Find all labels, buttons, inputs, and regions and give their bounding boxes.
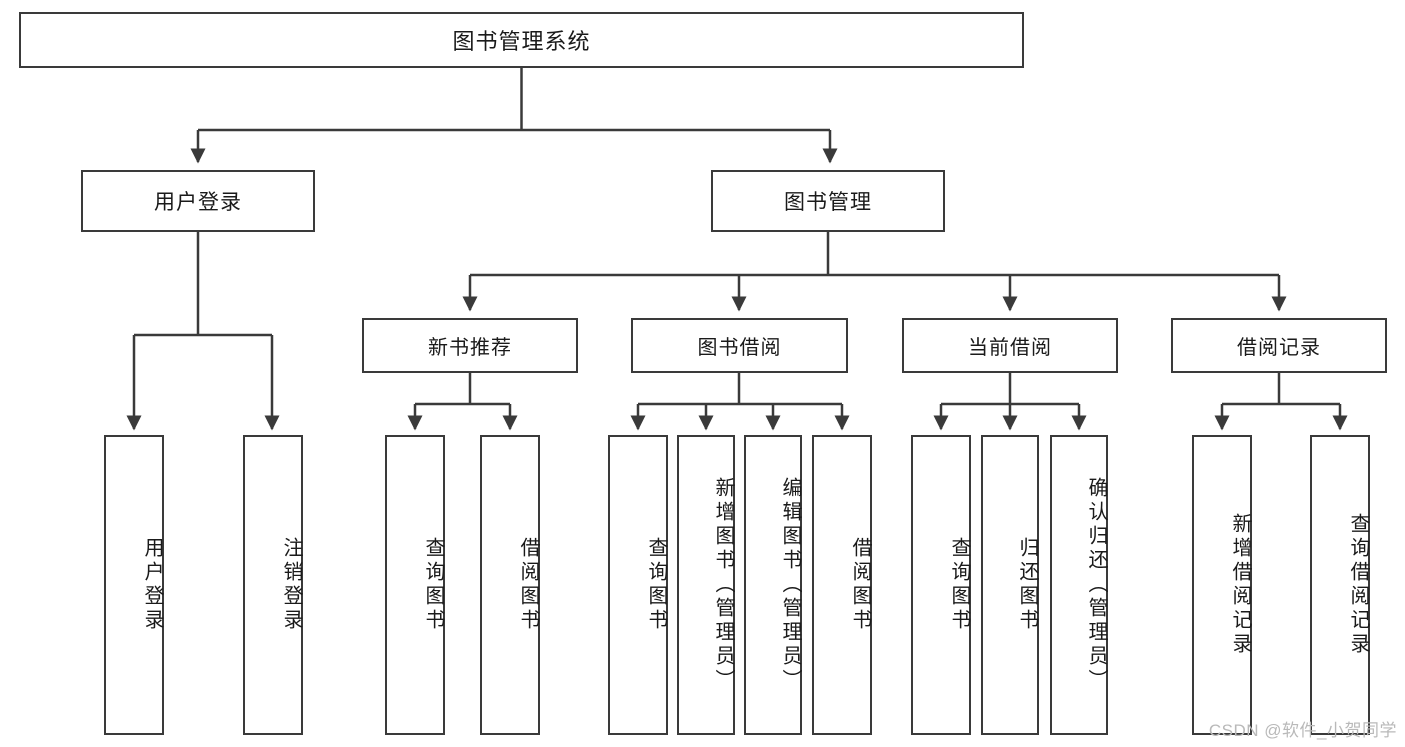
leaf-new-book-query-book[interactable]: 查询图书 <box>385 435 445 735</box>
node-label: 查询图书 <box>422 537 444 633</box>
node-label: 查询图书 <box>948 537 970 633</box>
leaf-current-borrow-confirm-return-admin[interactable]: 确认归还（管理员） <box>1050 435 1108 735</box>
node-label: 查询借阅记录 <box>1347 513 1369 657</box>
node-label: 新书推荐 <box>428 337 512 359</box>
node-label: 编辑图书（管理员） <box>779 477 801 693</box>
leaf-book-borrow-edit-book-admin[interactable]: 编辑图书（管理员） <box>744 435 802 735</box>
leaf-current-borrow-query-book[interactable]: 查询图书 <box>911 435 971 735</box>
node-new-book-recommend[interactable]: 新书推荐 <box>362 318 578 373</box>
node-book-borrow[interactable]: 图书借阅 <box>631 318 848 373</box>
node-label: 图书管理 <box>784 191 872 214</box>
leaf-borrow-records-add-record[interactable]: 新增借阅记录 <box>1192 435 1252 735</box>
node-label: 用户登录 <box>141 537 163 633</box>
node-label: 借阅记录 <box>1237 337 1321 359</box>
node-label: 借阅图书 <box>517 537 539 633</box>
leaf-new-book-borrow-book[interactable]: 借阅图书 <box>480 435 540 735</box>
node-label: 新增借阅记录 <box>1229 513 1251 657</box>
leaf-current-borrow-return-book[interactable]: 归还图书 <box>981 435 1039 735</box>
node-user-login[interactable]: 用户登录 <box>81 170 315 232</box>
node-borrow-records[interactable]: 借阅记录 <box>1171 318 1387 373</box>
node-book-management[interactable]: 图书管理 <box>711 170 945 232</box>
leaf-user-login-login[interactable]: 用户登录 <box>104 435 164 735</box>
node-label: 用户登录 <box>154 191 242 214</box>
node-label: 新增图书（管理员） <box>712 477 734 693</box>
node-label: 注销登录 <box>280 537 302 633</box>
csdn-watermark: CSDN @软件_小贺同学 <box>1208 721 1397 740</box>
leaf-book-borrow-add-book-admin[interactable]: 新增图书（管理员） <box>677 435 735 735</box>
leaf-user-login-logout[interactable]: 注销登录 <box>243 435 303 735</box>
node-label: 确认归还（管理员） <box>1085 477 1107 693</box>
node-label: 当前借阅 <box>968 337 1052 359</box>
node-label: 查询图书 <box>645 537 667 633</box>
node-root-library-management-system[interactable]: 图书管理系统 <box>19 12 1024 68</box>
leaf-book-borrow-borrow-book[interactable]: 借阅图书 <box>812 435 872 735</box>
node-label: 归还图书 <box>1016 537 1038 633</box>
leaf-book-borrow-query-book[interactable]: 查询图书 <box>608 435 668 735</box>
leaf-borrow-records-query-record[interactable]: 查询借阅记录 <box>1310 435 1370 735</box>
node-current-borrow[interactable]: 当前借阅 <box>902 318 1118 373</box>
node-label: 图书管理系统 <box>452 29 591 54</box>
node-label: 图书借阅 <box>697 337 782 359</box>
node-label: 借阅图书 <box>849 537 871 633</box>
